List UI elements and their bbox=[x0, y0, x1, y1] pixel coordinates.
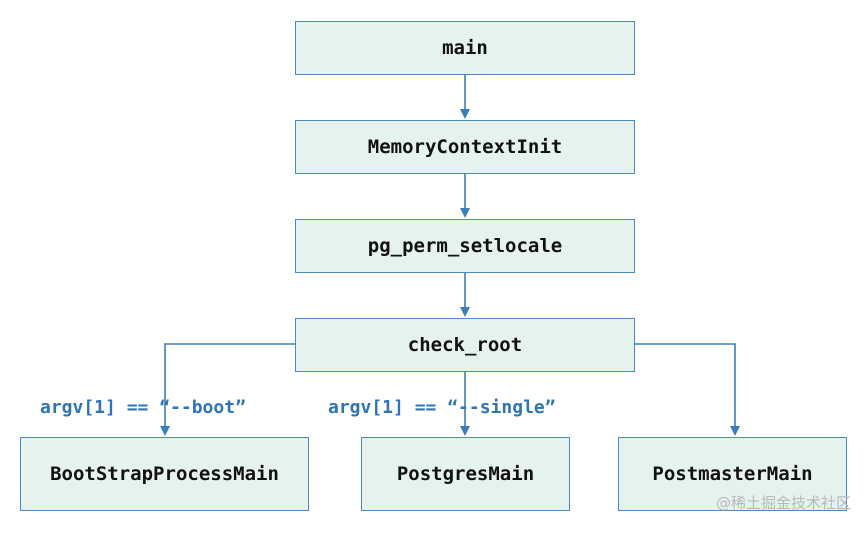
node-check-root: check_root bbox=[295, 318, 635, 372]
edge-checkroot-to-bootstrapprocessmain bbox=[160, 343, 295, 436]
edge-checkroot-to-postmastermain bbox=[635, 343, 740, 436]
node-postgres-main: PostgresMain bbox=[361, 437, 570, 511]
node-postmaster-main: PostmasterMain bbox=[618, 437, 847, 511]
node-pg-perm-setlocale: pg_perm_setlocale bbox=[295, 219, 635, 273]
watermark: @稀土掘金技术社区 bbox=[715, 494, 851, 512]
node-main: main bbox=[295, 21, 635, 75]
condition-label-boot: argv[1] == “--boot” bbox=[40, 397, 246, 418]
node-memory-context-init: MemoryContextInit bbox=[295, 120, 635, 174]
node-bootstrap-process-main: BootStrapProcessMain bbox=[20, 437, 309, 511]
condition-label-single: argv[1] == “--single” bbox=[328, 397, 556, 418]
